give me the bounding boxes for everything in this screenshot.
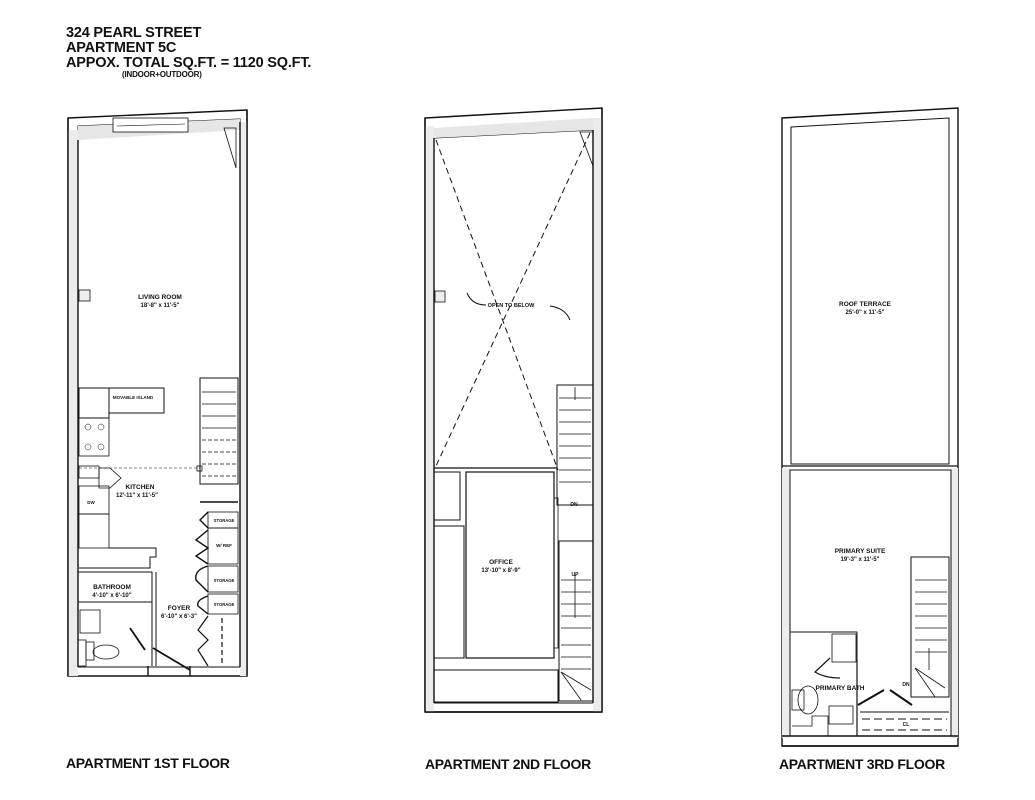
floor-2-plan (424, 107, 603, 713)
sqft-note: (INDOOR+OUTDOOR) (122, 70, 202, 79)
floor-2-labels: OPEN TO BELOW DN UP OFFICE 13'-10" x 8'-… (481, 303, 579, 578)
room-name-primary-suite: PRIMARY SUITE (835, 548, 886, 555)
room-name-foyer: FOYER (168, 605, 191, 612)
fixture-storage-2: STORAGE (214, 578, 235, 583)
closet-label: CL (903, 722, 910, 728)
floor-1-labels: LIVING ROOM 18'-8" x 11'-5" MOVABLE ISLA… (87, 294, 234, 620)
room-name-kitchen: KITCHEN (126, 484, 155, 491)
floor-3-plan (781, 107, 959, 747)
room-dims-living: 18'-8" x 11'-5" (141, 303, 180, 309)
room-dims-roof-terrace: 25'-0" x 11'-5" (846, 310, 885, 316)
fixture-storage-3: STORAGE (214, 602, 235, 607)
floor-1-title: APARTMENT 1ST FLOOR (66, 755, 230, 771)
plan-header: 324 PEARL STREET APARTMENT 5C APPOX. TOT… (66, 26, 311, 79)
fixture-movable-island: MOVABLE ISLAND (113, 395, 154, 400)
room-name-office: OFFICE (489, 559, 513, 566)
fixture-dishwasher: DW (87, 500, 95, 505)
room-dims-primary-suite: 19'-3" x 11'-5" (841, 557, 880, 563)
unit-title: APARTMENT 5C (66, 40, 177, 56)
room-name-living: LIVING ROOM (138, 294, 182, 301)
stair-down-label-3: DN (902, 682, 910, 688)
total-sqft: APPOX. TOTAL SQ.FT. = 1120 SQ.FT. (66, 55, 312, 71)
address-title: 324 PEARL STREET (66, 25, 202, 41)
floor-2-title: APARTMENT 2ND FLOOR (425, 756, 591, 772)
room-dims-office: 13'-10" x 8'-9" (481, 568, 520, 574)
fixture-refrigerator: W/ REF (216, 543, 232, 548)
floor-3-title: APARTMENT 3RD FLOOR (779, 756, 945, 772)
room-name-primary-bath: PRIMARY BATH (816, 685, 865, 692)
room-name-roof-terrace: ROOF TERRACE (839, 301, 892, 308)
room-dims-bathroom: 4'-10" x 6'-10" (92, 593, 131, 599)
stair-down-label: DN (570, 502, 578, 508)
open-to-below-label: OPEN TO BELOW (488, 303, 535, 309)
room-dims-kitchen: 12'-11" x 11'-5" (116, 493, 158, 499)
room-dims-foyer: 6'-10" x 6'-3" (161, 614, 197, 620)
fixture-storage-1: STORAGE (214, 518, 235, 523)
floor-3-labels: ROOF TERRACE 25'-0" x 11'-5" PRIMARY SUI… (816, 301, 910, 728)
floor-1-plan (67, 109, 248, 677)
stair-up-label: UP (572, 572, 580, 578)
room-name-bathroom: BATHROOM (93, 584, 131, 591)
